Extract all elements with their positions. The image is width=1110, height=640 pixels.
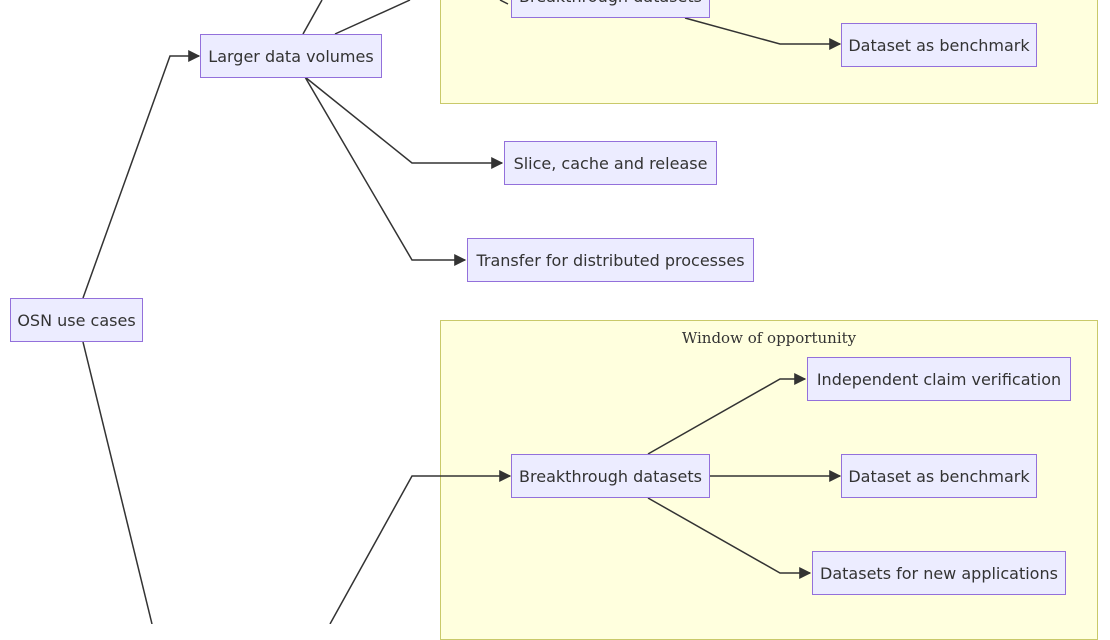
breakthrough-datasets-node[interactable]: Breakthrough datasets [511,454,710,498]
claim-verification-node[interactable]: Independent claim verification [807,357,1071,401]
larger-data-volumes-node[interactable]: Larger data volumes [200,34,382,78]
edge-top-to-entry [499,0,509,5]
transfer-distributed-node[interactable]: Transfer for distributed processes [467,238,754,282]
edge-larger-to-slice [304,76,504,169]
osn-use-cases-node[interactable]: OSN use cases [10,298,143,342]
edge-larger-to-transfer [304,76,467,266]
edge-top-breakthrough-to-benchmark [684,17,842,50]
edge-larger-up-1 [302,0,323,35]
edge-breakthrough-to-claim [647,373,807,455]
edge-root-to-larger-data [82,50,201,299]
top-breakthrough-datasets-node[interactable]: Breakthrough datasets [511,0,710,18]
slice-cache-release-node[interactable]: Slice, cache and release [504,141,717,185]
dataset-as-benchmark-node[interactable]: Dataset as benchmark [841,454,1037,498]
edge-layer [82,0,842,624]
top-dataset-as-benchmark-node[interactable]: Dataset as benchmark [841,23,1037,67]
edge-bottom-to-breakthrough [329,470,512,624]
edge-breakthrough-to-new-apps [647,497,812,579]
edge-larger-up-2 [334,0,411,35]
datasets-new-applications-node[interactable]: Datasets for new applications [812,551,1066,595]
cluster-title: Window of opportunity [681,329,857,347]
edge-root-to-bottom [82,341,153,624]
